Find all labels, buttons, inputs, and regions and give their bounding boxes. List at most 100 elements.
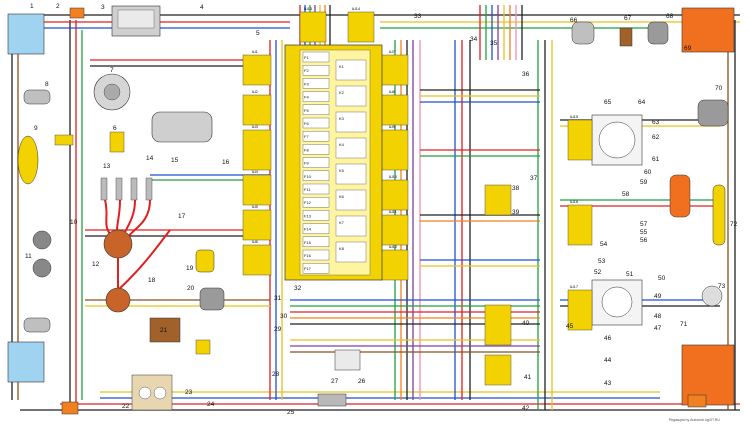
fuse-slot xyxy=(302,104,330,116)
connector-plugs xyxy=(54,11,593,386)
fuse-label: F4 xyxy=(304,95,309,100)
fuse-slot xyxy=(302,51,330,63)
relay-slot xyxy=(335,137,367,159)
fuse-slot xyxy=(302,78,330,89)
callout-47: 47 xyxy=(654,325,662,332)
callout-30: 30 xyxy=(280,313,288,320)
callout-17: 17 xyxy=(178,213,186,220)
callout-63: 63 xyxy=(652,119,660,126)
callout-60: 60 xyxy=(644,169,652,176)
fuse-slot xyxy=(302,196,330,208)
relay-label: K8 xyxy=(339,246,345,251)
spark-plug-icon xyxy=(145,177,153,201)
callout-34: 34 xyxy=(470,36,478,43)
callout-3: 3 xyxy=(101,4,105,11)
spark-plug-icon xyxy=(130,177,138,201)
fuse-slot xyxy=(302,263,330,274)
callout-48: 48 xyxy=(654,313,662,320)
callout-6: 6 xyxy=(113,125,117,132)
callout-13: 13 xyxy=(103,163,111,170)
relay-label: K6 xyxy=(339,194,345,199)
plug-tag-3: Ш3 xyxy=(252,124,259,129)
fuse-label: F6 xyxy=(304,121,309,126)
callout-9: 9 xyxy=(34,125,38,132)
headlamp-right-top-icon xyxy=(681,7,735,53)
callout-33: 33 xyxy=(414,13,422,20)
callout-23: 23 xyxy=(185,389,193,396)
callout-38: 38 xyxy=(512,185,520,192)
starter-motor-icon xyxy=(151,111,213,143)
motor-icon xyxy=(647,21,669,45)
relay-slot xyxy=(335,189,367,211)
fuse-label: F13 xyxy=(304,213,312,218)
wiper-motor-icon xyxy=(697,99,729,127)
fuse-label: F7 xyxy=(304,134,309,139)
callout-57: 57 xyxy=(640,221,648,228)
callout-50: 50 xyxy=(658,275,666,282)
credit-text: Редакция by Autoclub.kg/ЗТ.RU xyxy=(669,418,721,422)
ignition-coil-icon xyxy=(105,287,131,313)
side-lamp-icon xyxy=(69,7,85,19)
callout-56: 56 xyxy=(640,237,648,244)
fuse-slot xyxy=(302,64,330,76)
side-lamp-icon xyxy=(669,174,691,218)
callout-73: 73 xyxy=(718,283,726,290)
fuse-label: F8 xyxy=(304,147,309,152)
callout-59: 59 xyxy=(640,179,648,186)
motor-icon xyxy=(199,287,225,311)
callout-22: 22 xyxy=(122,403,130,410)
motor-icon xyxy=(23,317,51,333)
callout-46: 46 xyxy=(604,335,612,342)
spark-plug-icon xyxy=(100,177,108,201)
fuse-slot xyxy=(302,144,330,155)
relay-label: K2 xyxy=(339,90,345,95)
plug-tag-1: Ш1 xyxy=(252,49,259,54)
distributor-icon xyxy=(103,229,133,259)
switch-block-icon xyxy=(149,317,181,343)
fuse-label: F14 xyxy=(304,227,312,232)
plug-tag-10: Ш10 xyxy=(389,174,398,179)
fuse-label: F3 xyxy=(304,81,309,86)
callout-72: 72 xyxy=(730,221,738,228)
fuse-label: F11 xyxy=(304,187,311,192)
callout-11: 11 xyxy=(25,253,32,260)
callout-70: 70 xyxy=(715,85,723,92)
relay-label: K3 xyxy=(339,116,345,121)
relay-label: K4 xyxy=(339,142,345,147)
fuses: F1F2F3F4F5F6F7F8F9F10F11F12F13F14F15F16F… xyxy=(302,51,330,274)
callout-32: 32 xyxy=(294,285,302,292)
fuse-label: F15 xyxy=(304,240,312,245)
gauge-icon xyxy=(701,285,723,307)
callout-15: 15 xyxy=(171,157,179,164)
callout-27: 27 xyxy=(331,378,339,385)
callout-28: 28 xyxy=(272,371,280,378)
fuse-label: F12 xyxy=(304,200,312,205)
fuse-slot xyxy=(302,170,330,182)
relay-label: K5 xyxy=(339,168,345,173)
fuse-slot xyxy=(302,183,330,195)
callout-52: 52 xyxy=(594,269,602,276)
relay-label: K1 xyxy=(339,64,345,69)
callout-45: 45 xyxy=(566,323,574,330)
plug-tag-15: Ш15 xyxy=(570,114,579,119)
callout-14: 14 xyxy=(146,155,154,162)
callout-26: 26 xyxy=(358,378,366,385)
callout-12: 12 xyxy=(92,261,100,268)
side-lamp-icon xyxy=(61,401,79,415)
fuse-label: F2 xyxy=(304,68,309,73)
relay-slot xyxy=(335,163,367,185)
callout-18: 18 xyxy=(148,277,156,284)
cooling-fan-icon xyxy=(17,135,39,185)
callout-53: 53 xyxy=(598,258,606,265)
fuse-label: F16 xyxy=(304,253,312,258)
fuse-slot xyxy=(302,91,330,102)
callout-2: 2 xyxy=(56,3,60,10)
relay-slot xyxy=(335,59,367,81)
relay-slot xyxy=(335,111,367,133)
plug-tag-5: Ш5 xyxy=(252,204,259,209)
relay-icon xyxy=(334,349,361,371)
heater-motor-icon xyxy=(571,21,595,45)
